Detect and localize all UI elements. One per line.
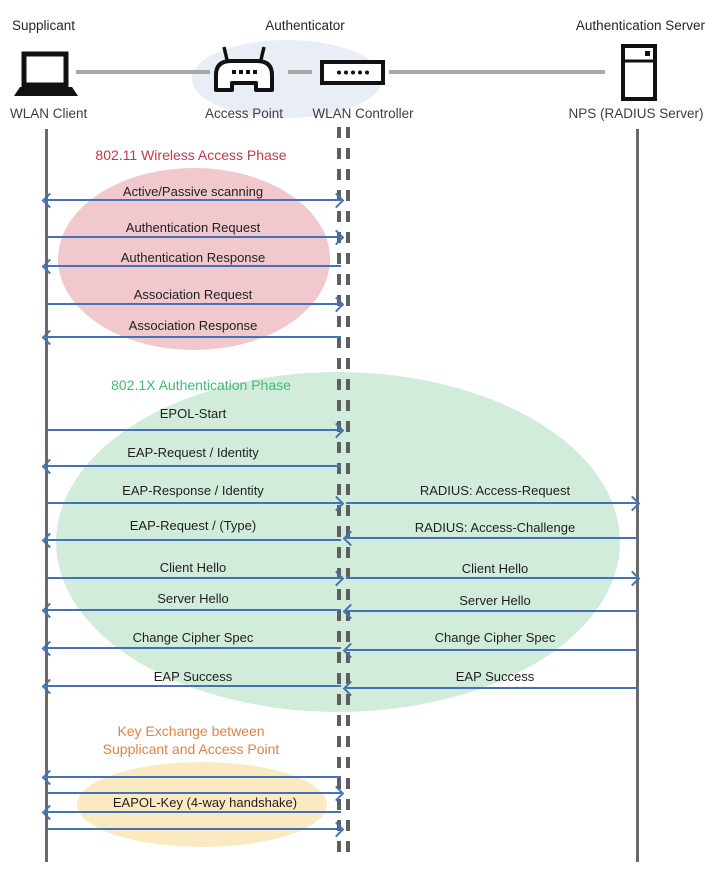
- connector-client-ap: [76, 70, 210, 74]
- wlan-controller-icon: [320, 60, 385, 85]
- arrow-eap-request-identity: [41, 458, 341, 475]
- label-access-point: Access Point: [204, 106, 284, 121]
- phase3-title-line2: Supplicant and Access Point: [102, 741, 280, 757]
- message-label: EAP Success: [153, 669, 233, 684]
- message-label: Change Cipher Spec: [132, 630, 254, 645]
- message-label: EAP Success: [455, 669, 535, 684]
- arrow-eapol-key-3: [41, 804, 341, 821]
- connector-ap-controller: [288, 70, 312, 74]
- message-label: EAP-Response / Identity: [122, 483, 264, 498]
- message-label: Server Hello: [157, 591, 229, 606]
- laptop-icon: [14, 51, 78, 96]
- arrow-eapol-key-1: [41, 769, 341, 786]
- arrow-server-hello-left: [41, 602, 341, 619]
- message-label: EAP-Request / (Type): [129, 518, 257, 533]
- arrow-eap-success-left: [41, 678, 341, 695]
- arrow-client-hello-left: [45, 570, 345, 587]
- message-label: EPOL-Start: [159, 406, 227, 421]
- message-label: EAP-Request / Identity: [127, 445, 259, 460]
- role-supplicant: Supplicant: [12, 18, 76, 33]
- label-wlan-client: WLAN Client: [10, 106, 88, 121]
- arrow-eap-success-right: [342, 680, 637, 697]
- arrow-eapol-key-2: [45, 785, 345, 802]
- arrow-authentication-request: [45, 229, 345, 246]
- lifeline-radius-server: [636, 129, 639, 862]
- arrow-change-cipher-spec-left: [41, 640, 341, 657]
- server-icon: [621, 44, 657, 101]
- arrow-change-cipher-spec-right: [342, 642, 637, 659]
- arrow-authentication-response: [41, 258, 341, 275]
- arrow-eapol-key-4: [45, 821, 345, 838]
- connector-controller-server: [389, 70, 605, 74]
- role-authentication-server: Authentication Server: [575, 18, 705, 33]
- arrow-client-hello-right: [346, 570, 641, 587]
- arrow-server-hello-right: [342, 603, 637, 620]
- arrow-association-response: [41, 329, 341, 346]
- role-authenticator: Authenticator: [265, 18, 345, 33]
- message-label: Client Hello: [159, 560, 227, 575]
- arrow-eap-request-type: [41, 532, 341, 549]
- label-nps-radius-server: NPS (RADIUS Server): [568, 106, 704, 121]
- phase1-ellipse: [58, 168, 330, 350]
- arrow-epol-start: [45, 422, 345, 439]
- message-label: RADIUS: Access-Challenge: [414, 520, 576, 535]
- message-label: Change Cipher Spec: [434, 630, 556, 645]
- lifeline-authenticator-dash-1: [337, 127, 341, 858]
- arrow-active-passive-scanning: [41, 192, 345, 209]
- arrow-eap-response-identity: [45, 495, 345, 512]
- message-label: Association Response: [128, 318, 258, 333]
- arrow-radius-access-request: [346, 495, 641, 512]
- message-label: RADIUS: Access-Request: [419, 483, 571, 498]
- access-point-icon: [214, 46, 274, 92]
- message-label: Association Request: [133, 287, 253, 302]
- message-label: Active/Passive scanning: [122, 184, 264, 199]
- lifeline-wlan-client: [45, 129, 48, 862]
- message-label-eapol-key: EAPOL-Key (4-way handshake): [112, 795, 298, 810]
- phase1-title: 802.11 Wireless Access Phase: [95, 147, 287, 163]
- message-label: Client Hello: [461, 561, 529, 576]
- arrowhead-right-icon: [328, 821, 345, 838]
- lifeline-authenticator-dash-2: [346, 127, 350, 858]
- message-label: Server Hello: [459, 593, 531, 608]
- phase2-title: 802.1X Authentication Phase: [111, 377, 291, 393]
- phase3-title-line1: Key Exchange between: [117, 723, 265, 739]
- message-label: Authentication Response: [120, 250, 266, 265]
- message-label: Authentication Request: [125, 220, 261, 235]
- arrow-association-request: [45, 296, 345, 313]
- label-wlan-controller: WLAN Controller: [312, 106, 414, 121]
- arrow-radius-access-challenge: [342, 530, 637, 547]
